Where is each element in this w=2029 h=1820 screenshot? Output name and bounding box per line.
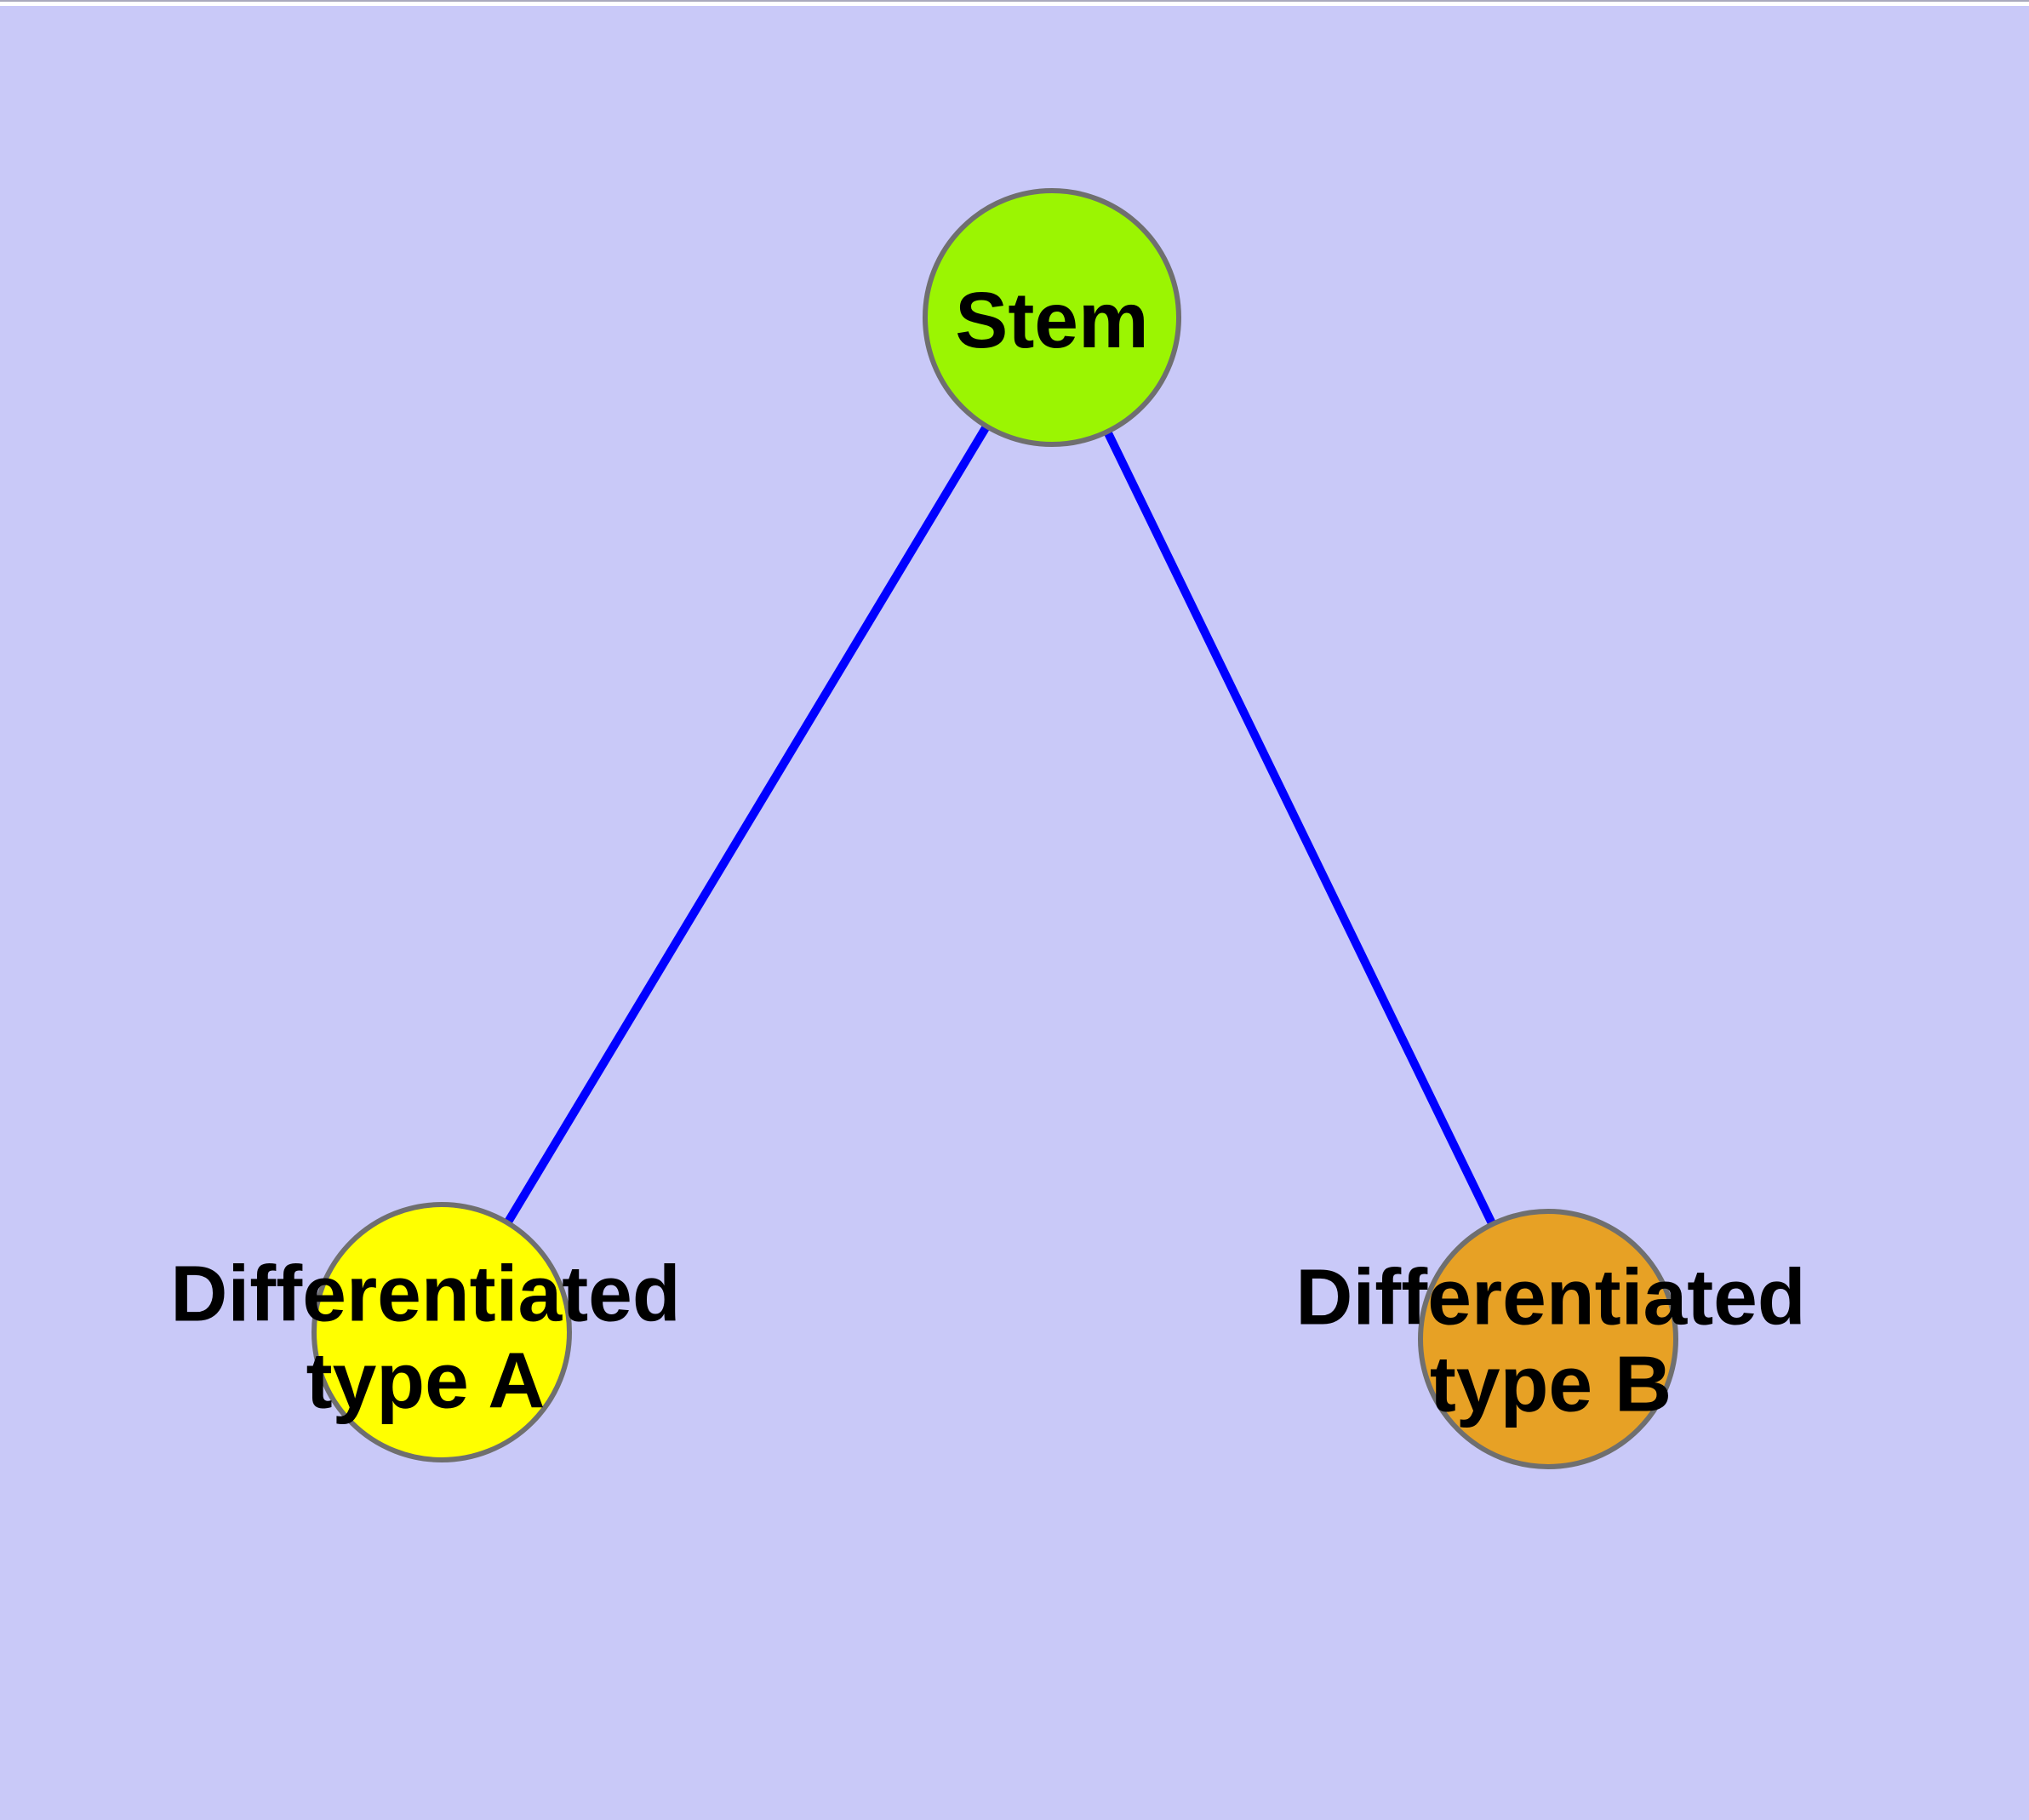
node-type-b-circle[interactable] (1418, 1209, 1678, 1469)
top-strip (0, 0, 2029, 6)
edge-stem-to-type-b (1048, 315, 1552, 1342)
node-type-a-label-line1: Differentiated (170, 1249, 681, 1338)
node-type-b-label-line1: Differentiated (1295, 1252, 1806, 1342)
node-type-a-label: Differentiated type A (170, 1249, 681, 1425)
node-type-b-label-line2: type B (1429, 1340, 1672, 1428)
node-type-a-label-line2: type A (306, 1336, 546, 1425)
node-stem-circle[interactable] (923, 188, 1181, 447)
node-type-b-label: Differentiated type B (1295, 1252, 1806, 1428)
edge-stem-to-type-a (437, 315, 1056, 1335)
node-type-a-circle[interactable] (311, 1202, 572, 1462)
node-stem-label: Stem (955, 275, 1149, 364)
